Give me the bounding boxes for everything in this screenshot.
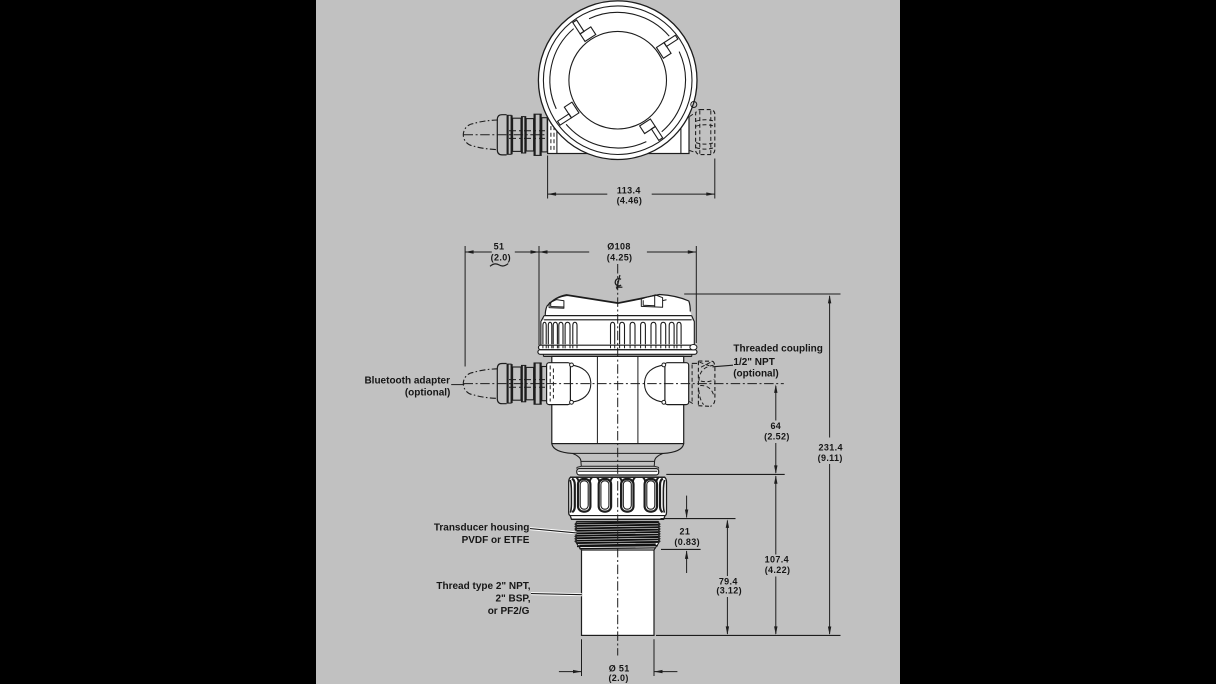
svg-text:PVDF or ETFE: PVDF or ETFE [462,535,530,546]
svg-text:(3.12): (3.12) [716,586,742,596]
svg-text:2" BSP,: 2" BSP, [495,594,530,605]
svg-text:(2.0): (2.0) [491,253,511,263]
svg-text:(2.0): (2.0) [608,673,628,683]
svg-text:Bluetooth adapter: Bluetooth adapter [364,376,450,387]
svg-text:Thread type 2" NPT,: Thread type 2" NPT, [436,581,530,592]
svg-text:1/2" NPT: 1/2" NPT [733,357,774,368]
svg-text:Transducer housing: Transducer housing [434,522,530,533]
svg-text:107.4: 107.4 [765,555,789,565]
svg-text:or PF2/G: or PF2/G [488,606,530,617]
svg-text:(optional): (optional) [733,368,779,379]
svg-text:Threaded coupling: Threaded coupling [733,343,822,354]
svg-text:113.4: 113.4 [617,185,641,195]
svg-text:51: 51 [494,241,505,251]
svg-text:231.4: 231.4 [819,442,843,452]
svg-text:Ø 51: Ø 51 [609,663,630,673]
svg-text:(4.22): (4.22) [765,565,791,575]
svg-text:Ø108: Ø108 [607,241,630,251]
svg-text:(9.11): (9.11) [818,453,843,463]
svg-text:(4.25): (4.25) [607,253,633,263]
svg-text:79.4: 79.4 [719,577,738,587]
svg-text:(0.83): (0.83) [674,537,700,547]
svg-text:64: 64 [770,421,781,431]
svg-text:(optional): (optional) [405,387,451,398]
svg-text:(2.52): (2.52) [764,431,790,441]
svg-text:21: 21 [680,527,691,537]
svg-text:(4.46): (4.46) [617,195,643,205]
